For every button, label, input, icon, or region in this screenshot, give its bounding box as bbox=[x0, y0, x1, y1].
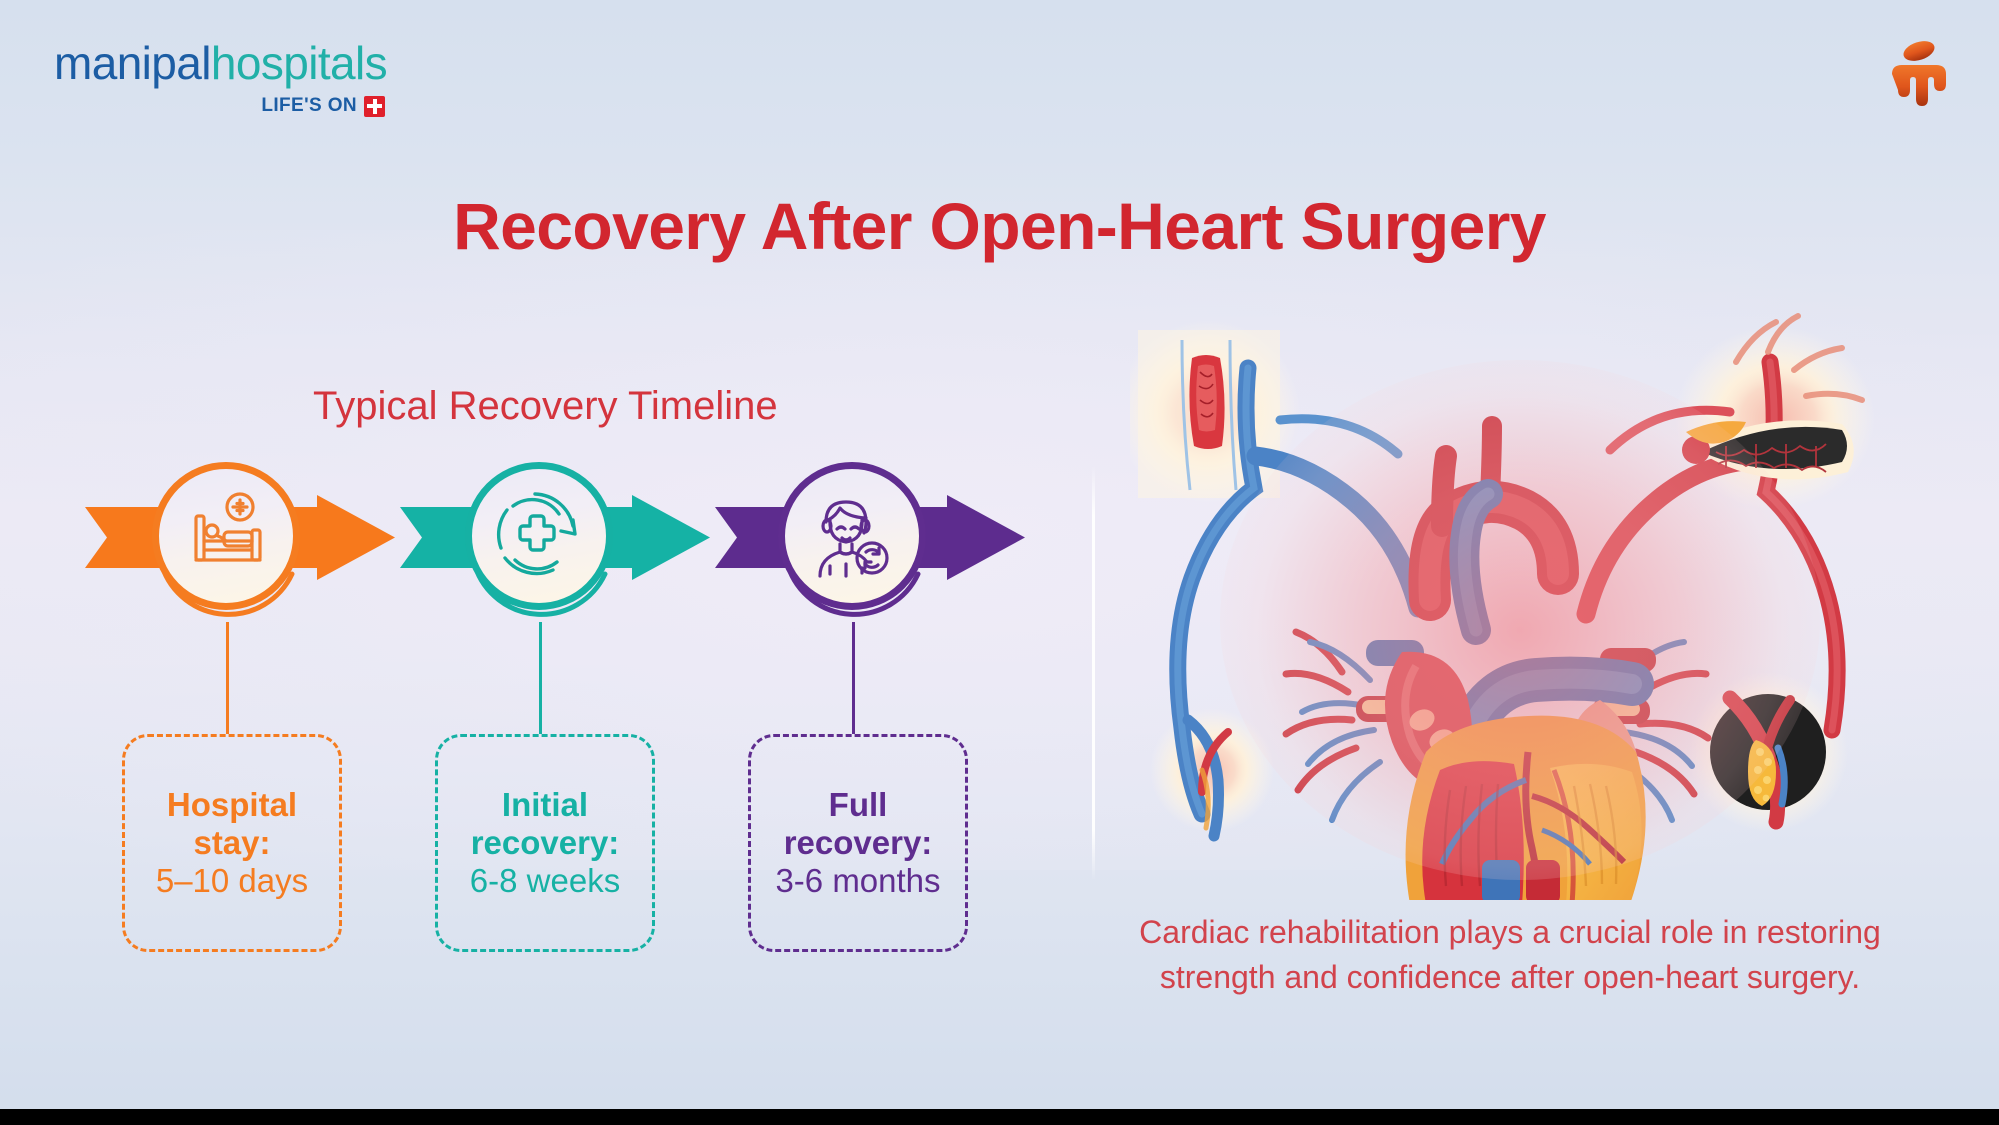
hospital-bed-icon bbox=[194, 492, 262, 562]
manipal-hospitals-logo: manipalhospitals LIFE'S ON bbox=[54, 37, 388, 117]
card-2-title-line1: Initial bbox=[501, 785, 589, 823]
timeline-card-1[interactable]: Hospital stay: 5–10 days bbox=[122, 734, 342, 952]
timeline-card-2[interactable]: Initial recovery: 6-8 weeks bbox=[435, 734, 655, 952]
node-1-arc bbox=[159, 563, 295, 617]
card-1-title-line2: stay: bbox=[193, 823, 271, 861]
timeline-node-2[interactable] bbox=[457, 462, 617, 622]
timeline-node-1[interactable] bbox=[144, 462, 304, 622]
recovery-timeline: Hospital stay: 5–10 days Initial recover… bbox=[85, 462, 1025, 952]
recovery-cycle-cross-icon bbox=[496, 492, 577, 576]
card-1-title-line1: Hospital bbox=[166, 785, 298, 823]
logo-tagline: LIFE'S ON bbox=[261, 95, 358, 116]
illustration-caption: Cardiac rehabilitation plays a crucial r… bbox=[1139, 914, 1881, 996]
logo-wordmark: manipalhospitals bbox=[54, 37, 388, 89]
logo-word-manipal: manipal bbox=[54, 37, 211, 89]
card-2-title-line2: recovery: bbox=[470, 823, 620, 861]
section-divider bbox=[1092, 466, 1095, 880]
card-1-value: 5–10 days bbox=[155, 862, 309, 900]
recovered-patient-icon bbox=[818, 500, 889, 578]
card-3-title-line1: Full bbox=[828, 785, 888, 823]
timeline-card-3[interactable]: Full recovery: 3-6 months bbox=[748, 734, 968, 952]
heart-glow bbox=[1220, 360, 1820, 880]
node-2-arc bbox=[472, 563, 608, 617]
manipal-corner-mark-icon bbox=[1892, 41, 1946, 106]
timeline-heading: Typical Recovery Timeline bbox=[313, 384, 778, 428]
node-3-stem bbox=[852, 622, 855, 734]
node-1-stem bbox=[226, 622, 229, 734]
page-title: Recovery After Open-Heart Surgery bbox=[453, 189, 1546, 263]
node-2-stem bbox=[539, 622, 542, 734]
logo-word-hospitals: hospitals bbox=[210, 37, 388, 89]
timeline-node-3[interactable] bbox=[770, 462, 930, 622]
red-cross-icon bbox=[364, 95, 386, 117]
card-3-value: 3-6 months bbox=[775, 862, 941, 900]
card-2-value: 6-8 weeks bbox=[469, 862, 621, 900]
node-3-arc bbox=[785, 563, 921, 617]
bottom-bar bbox=[0, 1109, 1999, 1125]
node-1-circle bbox=[152, 462, 300, 610]
node-2-circle bbox=[465, 462, 613, 610]
card-3-title-line2: recovery: bbox=[783, 823, 933, 861]
logo-tagline-row: LIFE'S ON bbox=[54, 95, 387, 117]
anatomical-heart-illustration bbox=[1116, 300, 1890, 905]
node-3-circle bbox=[778, 462, 926, 610]
